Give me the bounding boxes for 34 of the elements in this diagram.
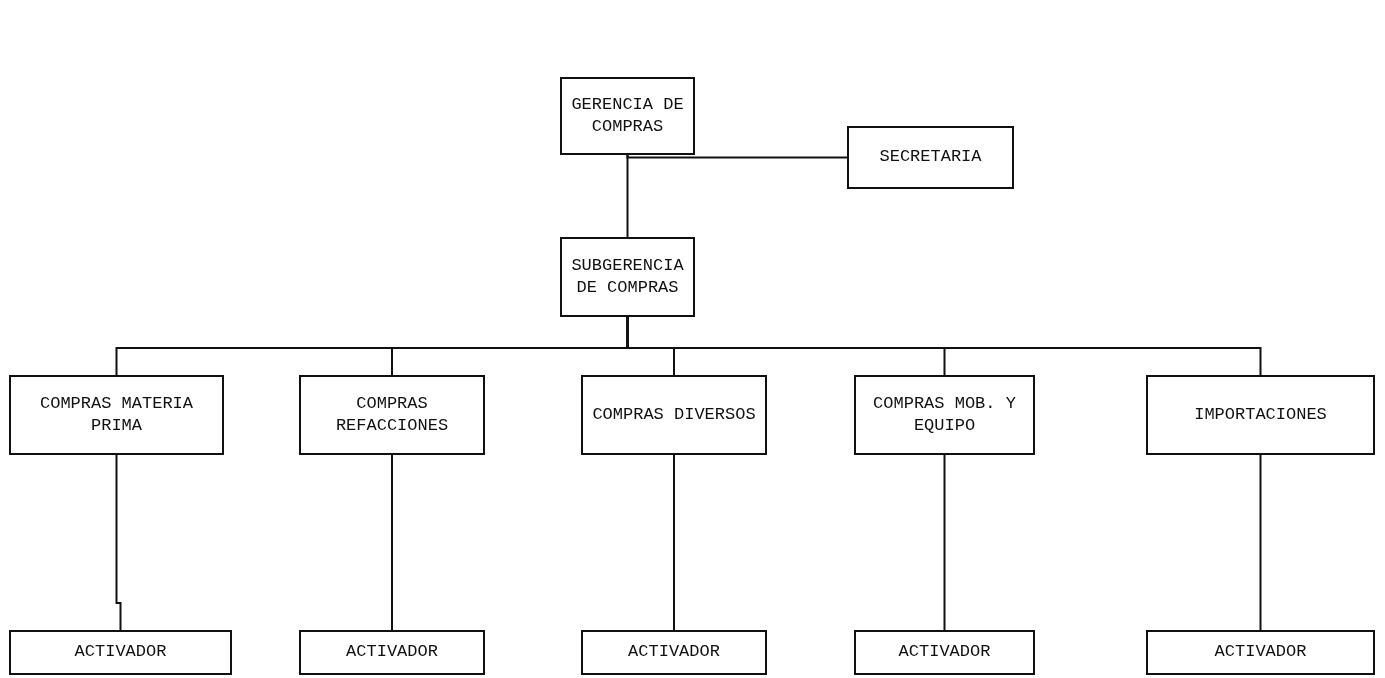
org-box [299,630,485,675]
box-label: ACTIVADOR [346,641,438,664]
org-box [581,375,767,455]
connector-line [391,454,393,631]
org-box [9,630,232,675]
connector-line [115,454,122,631]
connector-line [626,154,629,238]
org-box [854,375,1035,455]
box-label: ACTIVADOR [1214,641,1307,664]
org-box [560,77,695,155]
org-box [1146,375,1375,455]
box-label: ACTIVADOR [628,641,720,664]
org-box [9,375,224,455]
box-label: IMPORTACIONES [1194,403,1327,426]
org-box [847,126,1014,189]
box-label: COMPRAS REFACCIONES [334,392,450,437]
box-label: SECRETARIA [879,146,982,169]
connector-line [673,454,675,631]
org-box [581,630,767,675]
box-label: COMPRAS MATERIA PRIMA [39,392,194,437]
box-label: COMPRAS DIVERSOS [592,403,756,426]
box-label: ACTIVADOR [74,641,167,664]
org-box [560,237,695,317]
box-label: ACTIVADOR [898,641,991,664]
connector-line [943,454,946,631]
box-label: COMPRAS MOB. Y EQUIPO [872,392,1017,437]
box-label: GERENCIA DE COMPRAS [570,93,685,138]
org-box [854,630,1035,675]
connector-line [626,316,1262,376]
org-box [299,375,485,455]
connector-line [626,154,848,159]
box-label: SUBGERENCIA DE COMPRAS [570,254,685,299]
connector-line [1259,454,1262,631]
org-box [1146,630,1375,675]
